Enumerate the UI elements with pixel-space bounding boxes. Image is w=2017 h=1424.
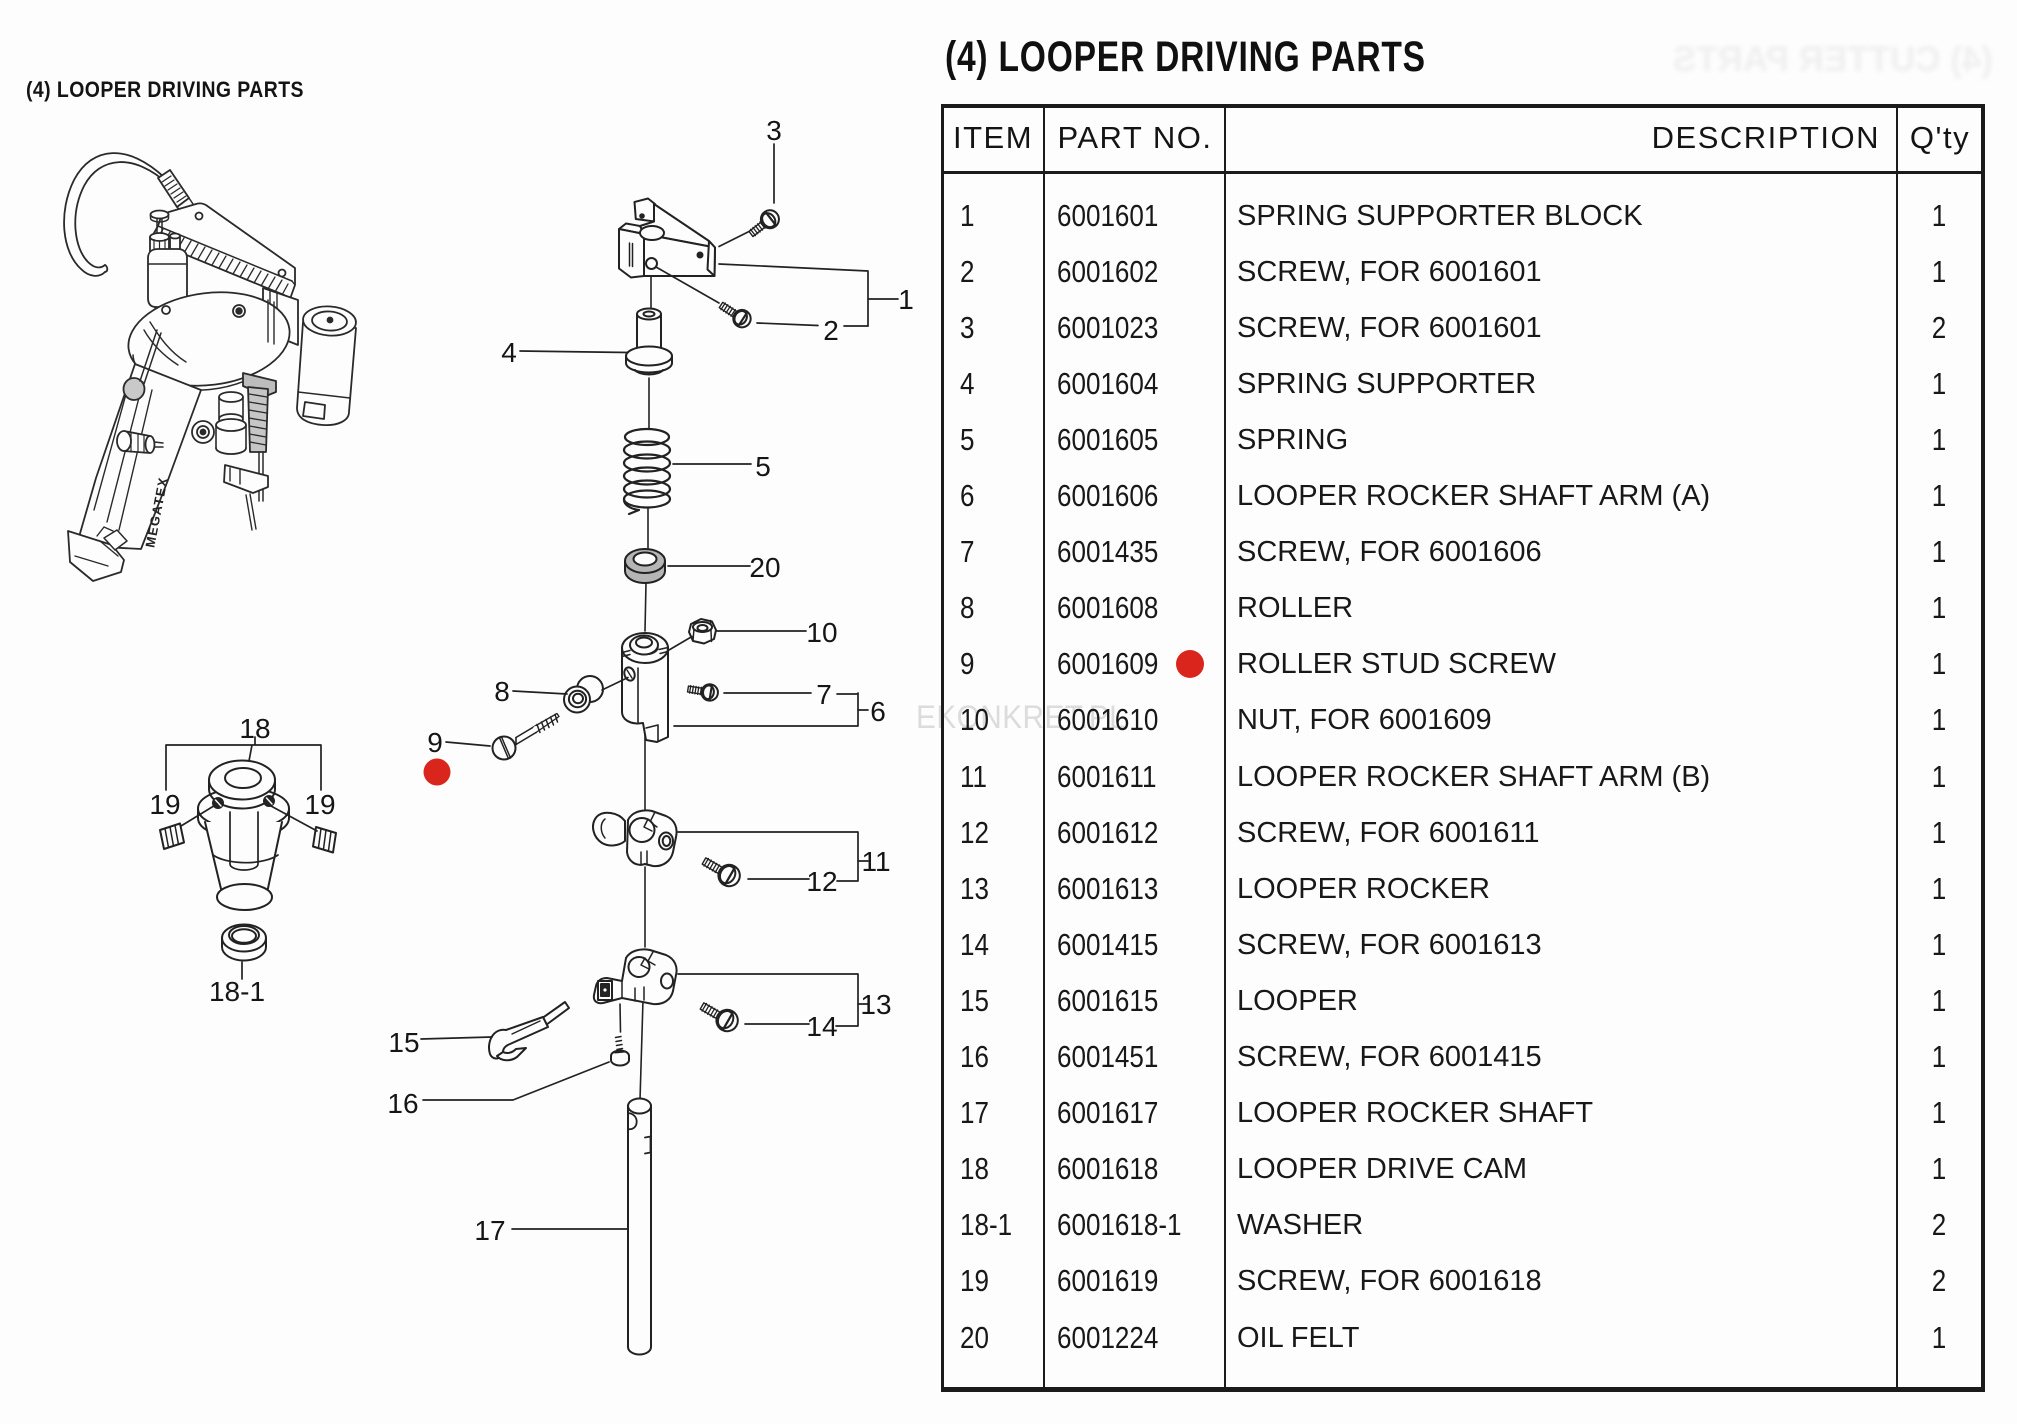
svg-text:18: 18 xyxy=(239,713,270,744)
svg-text:2: 2 xyxy=(823,315,839,346)
svg-text:13: 13 xyxy=(860,989,891,1020)
svg-text:12: 12 xyxy=(806,866,837,897)
svg-text:19: 19 xyxy=(149,789,180,820)
svg-text:5: 5 xyxy=(755,451,771,482)
svg-text:11: 11 xyxy=(861,846,890,877)
svg-text:10: 10 xyxy=(806,617,837,648)
svg-text:17: 17 xyxy=(474,1215,505,1246)
svg-text:14: 14 xyxy=(806,1011,837,1042)
svg-text:3: 3 xyxy=(766,115,782,146)
svg-text:6: 6 xyxy=(870,696,886,727)
svg-text:8: 8 xyxy=(494,676,510,707)
svg-text:4: 4 xyxy=(501,337,517,368)
svg-text:20: 20 xyxy=(749,552,780,583)
svg-text:1: 1 xyxy=(898,284,914,315)
svg-text:7: 7 xyxy=(816,679,832,710)
svg-text:19: 19 xyxy=(304,789,335,820)
svg-text:15: 15 xyxy=(388,1027,419,1058)
svg-text:16: 16 xyxy=(387,1088,418,1119)
svg-text:9: 9 xyxy=(427,727,443,758)
svg-text:18-1: 18-1 xyxy=(209,976,265,1007)
